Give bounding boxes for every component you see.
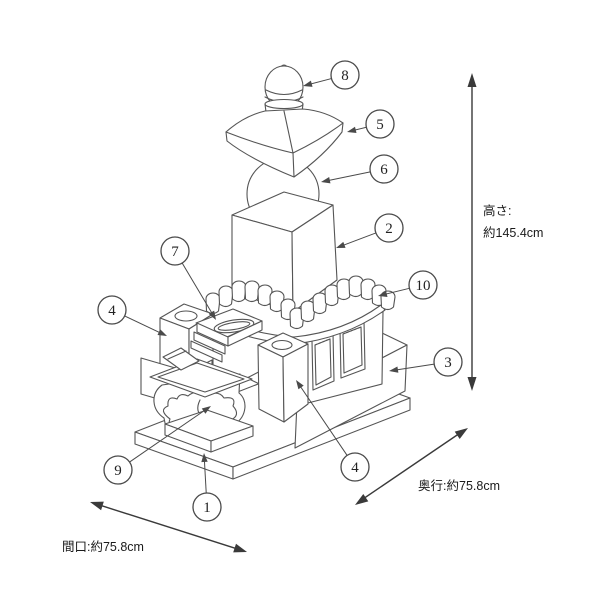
arrow-up-icon	[467, 73, 477, 87]
callout-circle	[330, 60, 360, 90]
lotus-petals-part	[205, 275, 396, 330]
callout-circle	[192, 492, 222, 522]
callout-8: 8	[303, 60, 360, 90]
arrow-ne-icon	[454, 428, 468, 439]
leader-arrow-icon	[321, 177, 331, 184]
callout-10: 10	[378, 270, 438, 300]
arrow-down-icon	[467, 377, 477, 391]
height-label-line2: 約145.4cm	[483, 225, 543, 240]
callout-7: 7	[160, 236, 216, 320]
depth-label: 奥行:約75.8cm	[418, 478, 500, 493]
callout-number: 4	[351, 460, 359, 476]
monument-drawing	[134, 64, 411, 480]
leader-arrow-icon	[378, 290, 388, 297]
leader-arrow-icon	[201, 406, 211, 414]
arrow-nw-icon	[90, 501, 104, 511]
roof-part	[225, 108, 344, 178]
leader-arrow-icon	[347, 126, 357, 133]
height-label-line1: 高さ:	[483, 203, 511, 218]
depth-dimension: 奥行:約75.8cm	[355, 428, 500, 505]
water-basin-part	[149, 347, 254, 453]
leader-arrow-icon	[157, 329, 167, 336]
callout-circle	[160, 236, 190, 266]
callout-number: 3	[444, 355, 452, 371]
callout-circle	[365, 109, 395, 139]
callout-circle	[103, 455, 133, 485]
panel-base-part	[302, 310, 384, 405]
jewel-part	[264, 64, 304, 113]
callout-number: 8	[341, 68, 349, 84]
leader-arrow-icon	[336, 241, 346, 248]
dimension-annotations: 高さ: 約145.4cm 奥行:約75.8cm 間口:約75.8cm	[62, 73, 543, 554]
callout-number: 5	[376, 117, 384, 133]
callout-circle	[408, 270, 438, 300]
incense-stand-part	[190, 308, 263, 363]
callout-circle	[374, 213, 404, 243]
right-stand-part	[257, 332, 309, 423]
arrow-sw-icon	[355, 494, 369, 505]
callout-circle	[433, 347, 463, 377]
leader-arrow-icon	[303, 80, 313, 87]
callout-number: 10	[416, 278, 431, 294]
callout-6: 6	[321, 154, 399, 184]
part-callouts: 8 5 6 2 7 10 4 3 4 9 1	[97, 60, 463, 522]
callout-9: 9	[103, 406, 211, 485]
callout-circle	[340, 452, 370, 482]
callout-5: 5	[347, 109, 395, 139]
callout-number: 6	[380, 162, 388, 178]
callout-number: 4	[108, 303, 116, 319]
width-dimension: 間口:約75.8cm	[62, 501, 247, 554]
callout-number: 7	[171, 244, 179, 260]
leader-arrow-icon	[296, 380, 304, 390]
arrow-se-icon	[233, 543, 247, 553]
callout-number: 2	[385, 221, 393, 237]
height-dimension: 高さ: 約145.4cm	[467, 73, 543, 391]
leader-arrow-icon	[201, 453, 208, 463]
width-label: 間口:約75.8cm	[62, 539, 144, 554]
callout-circle	[97, 295, 127, 325]
callout-2: 2	[336, 213, 404, 248]
callout-1: 1	[192, 453, 222, 522]
leader-arrow-icon	[389, 366, 399, 373]
callout-number: 1	[203, 500, 211, 516]
callout-4: 4	[97, 295, 167, 336]
leader-arrow-icon	[208, 310, 216, 320]
callout-number: 9	[114, 463, 122, 479]
callout-circle	[369, 154, 399, 184]
callout-3: 3	[389, 347, 463, 377]
callout-4: 4	[296, 380, 370, 482]
